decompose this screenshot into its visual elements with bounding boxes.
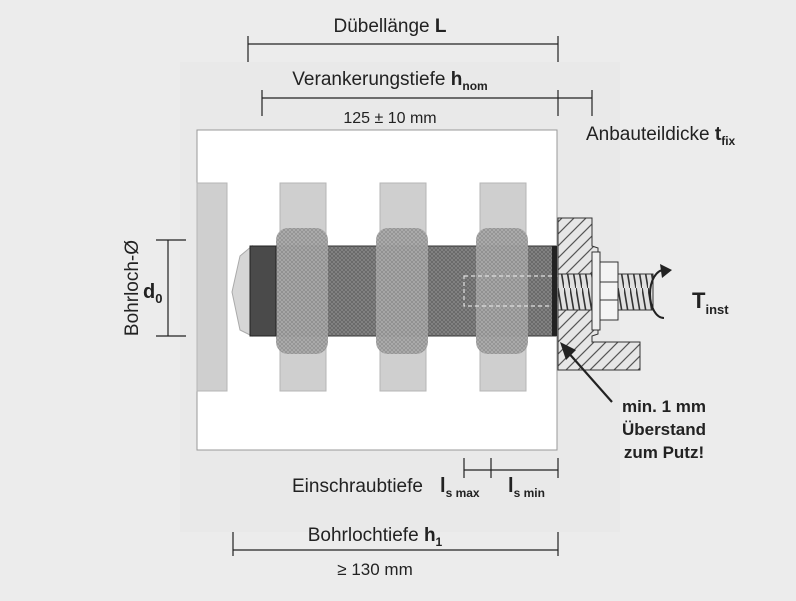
- bohrloch-symbol: d0: [143, 281, 162, 306]
- dim-duebellaenge: [247, 36, 559, 62]
- expansion-ring-2: [376, 228, 428, 354]
- fixture-hatched: [557, 217, 641, 371]
- brick-left: [196, 182, 228, 392]
- anchor-end-cap: [249, 245, 277, 337]
- dim-bohrloch: [156, 239, 186, 337]
- anchor-front-edge: [552, 246, 557, 336]
- rotation-arrow-icon: [649, 264, 672, 319]
- expansion-ring-1: [276, 228, 328, 354]
- torque-label: Tinst: [692, 288, 729, 317]
- einschraubtiefe-label: Einschraubtiefe: [292, 476, 423, 497]
- dim-verankerungstiefe: [261, 90, 593, 116]
- note-line-1: min. 1 mm: [622, 397, 706, 416]
- note-line-3: zum Putz!: [624, 443, 704, 462]
- ls-max-label: ls max: [440, 475, 480, 500]
- verankerungstiefe-label: Verankerungstiefe hnom: [292, 69, 487, 93]
- bohrlochtiefe-value: ≥ 130 mm: [337, 560, 412, 579]
- ls-min-label: ls min: [508, 475, 545, 500]
- anbauteildicke-label: Anbauteildicke tfix: [586, 124, 736, 148]
- pointer-arrow-icon: [560, 342, 613, 403]
- dim-einschraubtiefe: [463, 458, 559, 478]
- note-line-2: Überstand: [622, 420, 706, 439]
- verankerungstiefe-value: 125 ± 10 mm: [343, 110, 436, 127]
- expansion-ring-3: [476, 228, 528, 354]
- bohrlochtiefe-label: Bohrlochtiefe h1: [308, 525, 443, 549]
- dim-bohrlochtiefe: [232, 532, 559, 556]
- nut: [599, 261, 619, 321]
- washer: [591, 251, 601, 331]
- duebellaenge-label: Dübellänge L: [333, 16, 446, 37]
- bohrloch-label: Bohrloch-Ø: [122, 240, 143, 336]
